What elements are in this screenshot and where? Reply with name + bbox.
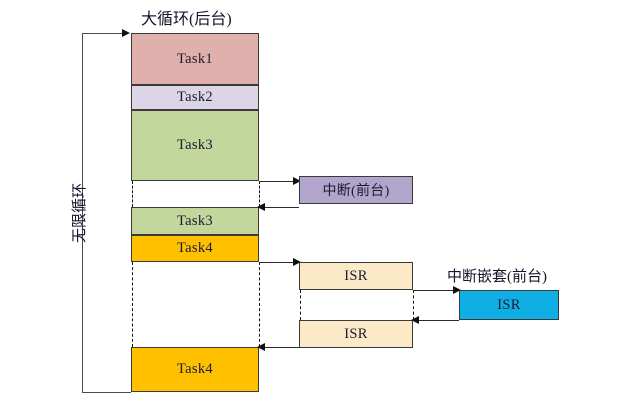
isr-suspend-dash-left bbox=[299, 290, 301, 320]
loop-entry-arrowhead bbox=[122, 28, 130, 37]
suspend-dash-left-2 bbox=[131, 262, 133, 347]
interrupt-enter-line bbox=[259, 181, 295, 182]
isr-block-resume: ISR bbox=[299, 320, 413, 348]
isr-suspend-dash-right bbox=[412, 290, 414, 320]
nested-enter-line bbox=[413, 290, 455, 291]
interrupt-block: 中断(前台) bbox=[299, 176, 413, 204]
isr-block-nested: ISR bbox=[459, 290, 559, 320]
infinite-loop-bracket-vertical bbox=[82, 33, 83, 392]
task-block-task4-first: Task4 bbox=[131, 235, 259, 262]
task-block-task2: Task2 bbox=[131, 85, 259, 110]
nested-enter-arrowhead bbox=[453, 285, 461, 294]
isr-return-arrowhead bbox=[257, 342, 265, 351]
suspend-dash-right-2 bbox=[258, 262, 260, 347]
task-block-task3-first: Task3 bbox=[131, 110, 259, 181]
nested-return-line bbox=[418, 320, 459, 321]
infinite-loop-label: 无限循环 bbox=[72, 182, 88, 243]
task-block-task1: Task1 bbox=[131, 33, 259, 85]
interrupt-return-arrowhead bbox=[257, 202, 265, 211]
suspend-dash-right-1 bbox=[258, 181, 260, 207]
infinite-loop-bracket-bottom bbox=[82, 392, 131, 393]
interrupt-enter-arrowhead bbox=[293, 176, 301, 185]
isr-enter-arrowhead bbox=[293, 257, 301, 266]
task-block-task4-resume: Task4 bbox=[131, 347, 259, 392]
interrupt-return-line bbox=[264, 207, 299, 208]
nested-return-arrowhead bbox=[411, 315, 419, 324]
task-block-task3-resume: Task3 bbox=[131, 207, 259, 235]
suspend-dash-left-1 bbox=[131, 181, 133, 207]
background-loop-title: 大循环(后台) bbox=[141, 11, 232, 28]
nested-interrupt-title: 中断嵌套(前台) bbox=[447, 269, 547, 285]
infinite-loop-bracket-top bbox=[82, 33, 124, 34]
isr-block-first: ISR bbox=[299, 262, 413, 290]
isr-enter-line bbox=[259, 262, 295, 263]
isr-return-line bbox=[264, 347, 299, 348]
